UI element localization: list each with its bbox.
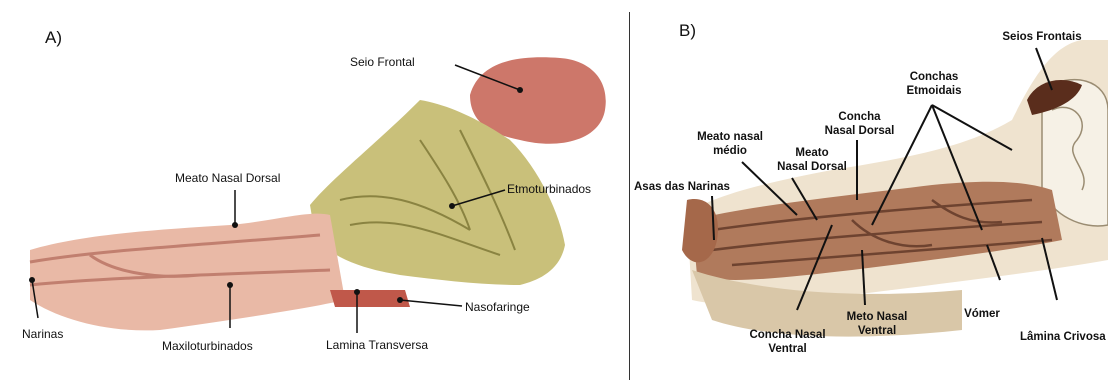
panel-a-label: A) bbox=[45, 28, 62, 48]
label-meato-nasal-medio: Meato nasal médio bbox=[685, 130, 775, 158]
label-narinas: Narinas bbox=[22, 327, 63, 341]
label-concha-nasal-dorsal: Concha Nasal Dorsal bbox=[812, 110, 907, 138]
panel-b: B) Seios Frontais Conchas Etmoidais Conc… bbox=[632, 0, 1108, 381]
label-etmoturbinados: Etmoturbinados bbox=[507, 182, 591, 196]
panel-b-label: B) bbox=[679, 21, 696, 41]
label-nasofaringe: Nasofaringe bbox=[465, 300, 530, 314]
label-meato-nasal-dorsal: Meato Nasal Dorsal bbox=[175, 171, 280, 185]
panel-divider bbox=[629, 12, 630, 380]
label-meato-nasal-dorsal-b: Meato Nasal Dorsal bbox=[767, 146, 857, 174]
label-seio-frontal: Seio Frontal bbox=[350, 55, 415, 69]
label-seios-frontais: Seios Frontais bbox=[992, 30, 1092, 44]
label-conchas-etmoidais: Conchas Etmoidais bbox=[894, 70, 974, 98]
label-lamina-crivosa: Lâmina Crivosa bbox=[1020, 330, 1108, 344]
label-vomer: Vómer bbox=[952, 307, 1012, 321]
label-maxiloturbinados: Maxiloturbinados bbox=[162, 339, 253, 353]
label-concha-nasal-ventral: Concha Nasal Ventral bbox=[740, 328, 835, 356]
label-asas-das-narinas: Asas das Narinas bbox=[634, 180, 744, 194]
panel-a: A) Seio Frontal Meato Nasal Dorsal Etmot… bbox=[0, 0, 628, 381]
label-meto-nasal-ventral: Meto Nasal Ventral bbox=[832, 310, 922, 338]
label-lamina-transversa: Lamina Transversa bbox=[326, 338, 428, 352]
